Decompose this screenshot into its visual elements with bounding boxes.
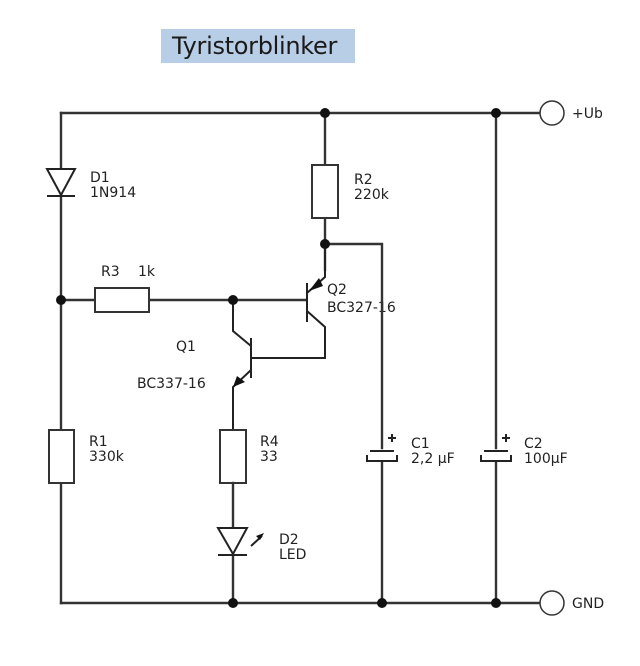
junction-dot	[228, 598, 238, 608]
d1-ref-label: D1	[90, 170, 110, 186]
r3-ref-label: R3	[101, 264, 120, 280]
junction-dot	[56, 295, 66, 305]
r3-value-label: 1k	[138, 264, 156, 280]
led-d2	[216, 527, 264, 557]
c1-value-label: 2,2 µF	[411, 451, 455, 467]
junction-dot	[491, 598, 501, 608]
transistor-q1	[232, 300, 252, 430]
resistor-r1	[48, 429, 75, 484]
r1-value-label: 330k	[89, 449, 125, 465]
capacitor-c2	[480, 434, 512, 462]
d1-value-label: 1N914	[90, 185, 136, 201]
c2-ref-label: C2	[524, 436, 543, 452]
junction-dot	[320, 108, 330, 118]
d2-value-label: LED	[279, 547, 306, 563]
junction-dot	[377, 598, 387, 608]
r4-ref-label: R4	[260, 434, 279, 450]
r1-ref-label: R1	[89, 434, 108, 450]
transistor-q2	[251, 244, 326, 359]
r2-value-label: 220k	[354, 187, 390, 203]
d2-ref-label: D2	[279, 532, 299, 548]
ground-terminal	[539, 590, 565, 616]
supply-terminal	[539, 100, 565, 126]
c1-feed-wire	[323, 242, 384, 605]
schematic-title: Tyristorblinker	[161, 29, 355, 63]
q2-value-label: BC327-16	[327, 300, 396, 316]
resistor-r2	[311, 164, 339, 219]
r2-ref-label: R2	[354, 172, 373, 188]
supply-terminal-label: +Ub	[572, 106, 603, 122]
junction-dot	[320, 239, 330, 249]
r4-value-label: 33	[260, 449, 278, 465]
resistor-r3	[94, 287, 150, 313]
junction-dot	[228, 295, 238, 305]
c1-ref-label: C1	[411, 436, 430, 452]
ground-terminal-label: GND	[572, 596, 604, 612]
resistor-r4	[219, 429, 247, 484]
q1-value-label: BC337-16	[137, 376, 206, 392]
q2-ref-label: Q2	[327, 282, 347, 298]
capacitor-c1	[366, 434, 398, 462]
diode-d1	[45, 168, 77, 198]
junction-dot	[491, 108, 501, 118]
c2-value-label: 100µF	[524, 451, 568, 467]
q1-ref-label: Q1	[176, 339, 196, 355]
